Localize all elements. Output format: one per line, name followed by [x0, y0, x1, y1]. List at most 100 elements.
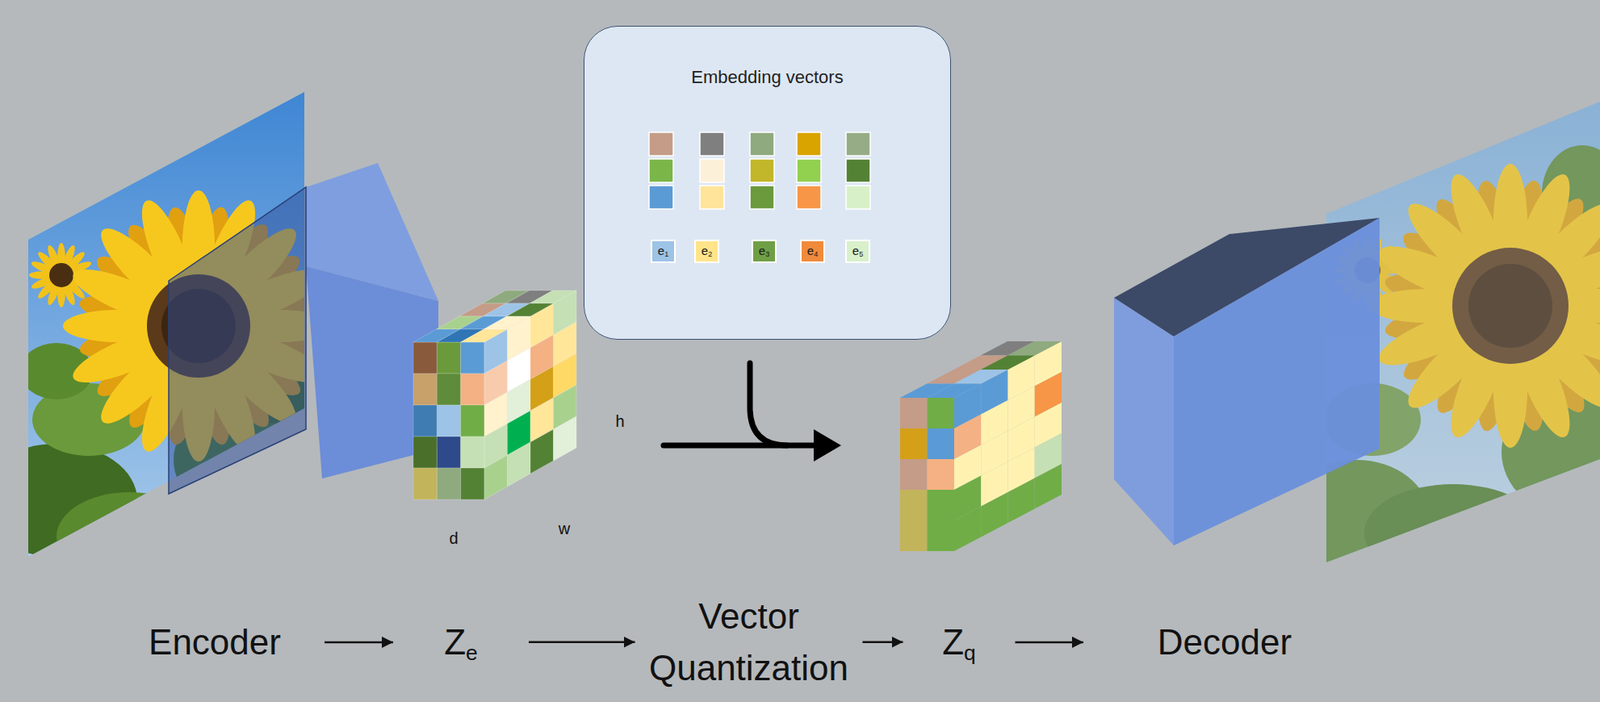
text-part: e [701, 243, 708, 258]
text-part: e [657, 243, 665, 258]
input-image [56, 492, 202, 582]
codebook-panel: Embedding vectorse1e2e3e4e5 [583, 25, 951, 340]
quantized-cube [927, 397, 955, 429]
stage-label: Decoder [1083, 616, 1366, 669]
latent-label: Zq [903, 616, 1016, 669]
quantized-cube [900, 490, 928, 521]
embedding-square [846, 185, 871, 210]
embedding-square [699, 132, 725, 156]
dimension-label: w [558, 519, 570, 539]
subscript: 5 [858, 250, 863, 259]
latent-cube [413, 373, 437, 406]
embedding-chip: e1 [650, 239, 676, 264]
flow-arrow [862, 641, 904, 645]
quantize-arrow [663, 363, 842, 462]
latent-cube [413, 405, 437, 437]
embedding-square [749, 185, 775, 210]
latent-cube [413, 290, 577, 343]
latent-cube [530, 429, 554, 474]
latent-cube [460, 329, 508, 343]
input-image [49, 263, 74, 288]
quantized-cube [927, 520, 955, 552]
node-label: e1 [657, 244, 670, 259]
panel-title: Embedding vectors [584, 67, 951, 88]
latent-cube [436, 468, 461, 500]
text-part: e [807, 243, 814, 258]
embedding-chip: e4 [800, 239, 826, 264]
embedding-square [749, 132, 775, 156]
codebook-panel-fill [583, 25, 951, 340]
quantized-cube [927, 428, 955, 460]
latent-cube [484, 290, 577, 500]
subscript: 2 [707, 250, 713, 259]
input-image [145, 480, 259, 553]
quantize-arrow [749, 363, 788, 446]
encoder-block [168, 187, 306, 495]
text-part: Z [443, 622, 466, 662]
flow-arrow [1015, 641, 1085, 645]
embedding-chip: e5 [845, 239, 871, 264]
dimension-label: h [615, 412, 625, 432]
quantized-cube [954, 506, 981, 553]
node-label: Vector Quantization [641, 590, 857, 695]
quantized-cube [1034, 464, 1062, 510]
embedding-square [796, 132, 821, 156]
text-part: Z [942, 622, 964, 662]
subscript: 1 [664, 250, 669, 259]
node-label: Encoder [111, 616, 319, 669]
quantized-cube [927, 384, 982, 399]
quantized-cube [900, 341, 1062, 552]
latent-cube [553, 416, 578, 461]
quantized-cube [927, 459, 955, 491]
quantize-arrow [813, 429, 842, 462]
latent-cube [483, 316, 531, 330]
subscript: q [963, 640, 976, 666]
encoder-block [305, 266, 439, 479]
quantized-cube [1008, 478, 1035, 524]
decoder-block [1114, 297, 1174, 546]
embedding-square [649, 185, 674, 210]
quantized-cube [980, 492, 1008, 538]
latent-cube [413, 342, 437, 374]
subscript: 3 [765, 250, 770, 259]
dimension-label: d [448, 529, 458, 549]
node-label: Zq [909, 616, 1010, 669]
latent-cube [529, 290, 577, 304]
text-part: e [758, 243, 766, 258]
embedding-square [699, 159, 725, 183]
latent-cube [507, 442, 532, 487]
stage-label: Encoder [104, 616, 325, 669]
node-label: Ze [399, 616, 523, 669]
latent-label: Ze [393, 616, 529, 669]
subscript: 4 [813, 250, 818, 259]
decoder-block [1173, 217, 1380, 546]
quantized-cube [900, 397, 955, 552]
embedding-square [649, 132, 674, 156]
quantized-cube [980, 356, 1035, 371]
embedding-square [699, 185, 725, 210]
embedding-square [649, 132, 871, 210]
latent-cube [506, 303, 554, 317]
latent-cube [436, 436, 461, 469]
latent-cube [460, 405, 485, 437]
node-label: e5 [851, 244, 864, 259]
latent-cube [460, 468, 485, 500]
latent-cube [460, 373, 485, 406]
embedding-square [796, 185, 821, 210]
node-label: e3 [758, 244, 771, 259]
codebook-panel-fill [583, 25, 951, 340]
quantized-cube [900, 428, 928, 460]
input-image [0, 92, 341, 582]
latent-cube [460, 436, 485, 469]
embedding-square [749, 159, 775, 183]
latent-cube [436, 342, 461, 374]
quantized-cube [927, 490, 955, 521]
embedding-square [649, 159, 674, 183]
latent-cube [460, 342, 485, 374]
quantize-arrow [663, 443, 820, 449]
embedding-chip: e2 [694, 239, 720, 264]
quantized-cube [900, 459, 928, 491]
